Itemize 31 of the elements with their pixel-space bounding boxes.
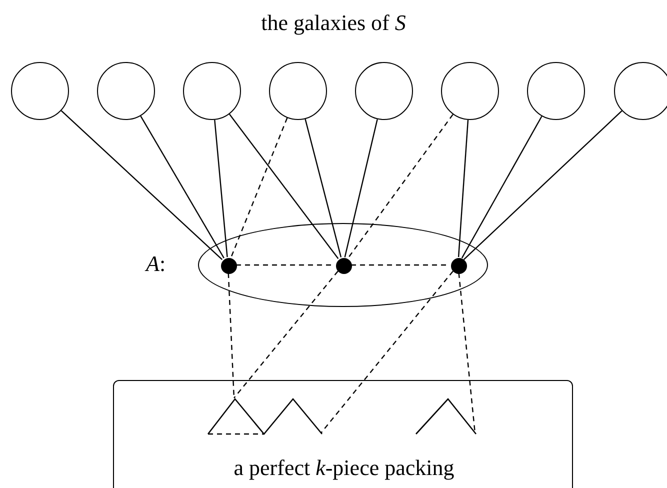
vertex-dot (336, 258, 352, 274)
galaxy-circle (614, 62, 667, 120)
line (214, 120, 228, 258)
galaxy-circle (441, 62, 499, 120)
packing-box (113, 380, 573, 488)
galaxy-circle (527, 62, 585, 120)
set-ellipse (198, 223, 488, 307)
galaxy-circle (269, 62, 327, 120)
galaxy-circle (97, 62, 155, 120)
dashed-line (230, 118, 288, 258)
dashed-line (320, 270, 454, 434)
dashed-line (347, 114, 454, 259)
line (60, 110, 223, 260)
set-label: A: (146, 251, 166, 277)
dashed-line (234, 270, 338, 398)
box-label: a perfect k-piece packing (232, 455, 456, 481)
galaxy-circle (183, 62, 241, 120)
line (461, 116, 542, 258)
piece-drawing (208, 399, 322, 434)
line (304, 118, 342, 258)
galaxy-circle (11, 62, 69, 120)
piece-drawing (416, 399, 476, 434)
galaxy-circle (355, 62, 413, 120)
line (458, 120, 469, 258)
line (344, 119, 378, 258)
line (140, 116, 224, 258)
vertex-dot (221, 258, 237, 274)
line (463, 110, 622, 260)
title: the galaxies of S (261, 10, 406, 35)
line (228, 114, 339, 259)
vertex-dot (451, 258, 467, 274)
